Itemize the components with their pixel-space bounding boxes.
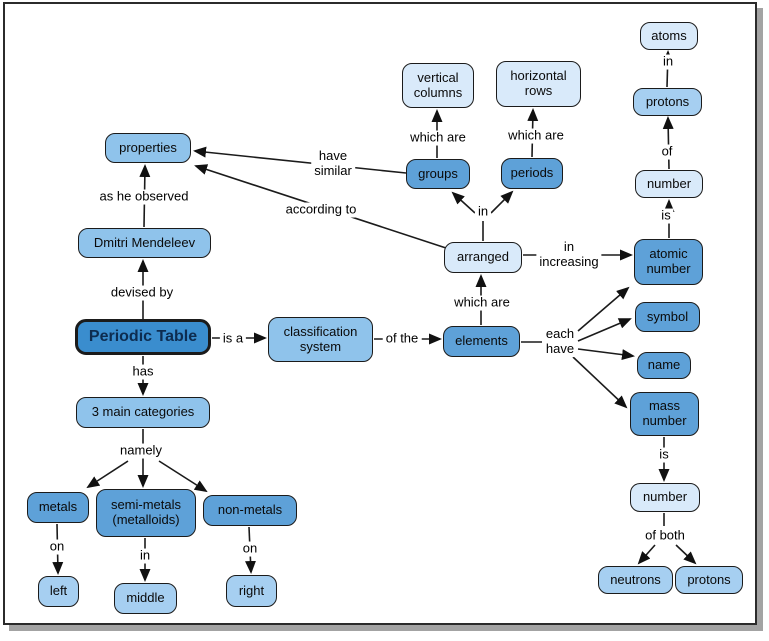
node-elements: elements — [443, 326, 520, 357]
node-3-main-categories: 3 main categories — [76, 397, 210, 428]
edge-label-in-middle: in — [136, 548, 154, 564]
edge-label-of-top: of — [658, 144, 676, 160]
edge-label-namely: namely — [117, 443, 165, 459]
edge-label-have-similar: have similar — [311, 148, 355, 179]
node-semi-metals: semi-metals (metalloids) — [96, 489, 196, 537]
node-number-top: number — [635, 170, 703, 198]
edge-label-is-a: is a — [219, 331, 247, 347]
edge-label-of-the: of the — [382, 331, 422, 347]
edge-label-is-atomic: is — [658, 208, 674, 224]
node-metals: metals — [27, 492, 89, 523]
edge-label-according-to: according to — [282, 202, 360, 218]
edge-label-as-he-observed: as he observed — [96, 189, 192, 205]
node-non-metals: non-metals — [203, 495, 297, 526]
node-arranged: arranged — [444, 242, 522, 273]
node-periods: periods — [501, 158, 563, 189]
node-number-bottom: number — [630, 483, 700, 512]
node-vertical-columns: vertical columns — [402, 63, 474, 108]
node-symbol: symbol — [635, 302, 700, 332]
node-atoms: atoms — [640, 22, 698, 50]
edge-label-which-are-periods: which are — [505, 128, 567, 144]
node-protons-top: protons — [633, 88, 702, 116]
node-middle: middle — [114, 583, 177, 614]
edge-label-of-both: of both — [642, 528, 688, 544]
node-groups: groups — [406, 159, 470, 189]
node-dmitri-mendeleev: Dmitri Mendeleev — [78, 228, 211, 258]
node-properties: properties — [105, 133, 191, 163]
node-classification-system: classification system — [268, 317, 373, 362]
edge-label-which-are-groups: which are — [407, 130, 469, 146]
node-horizontal-rows: horizontal rows — [496, 61, 581, 107]
node-periodic-table: Periodic Table — [75, 319, 211, 355]
node-neutrons: neutrons — [598, 566, 673, 594]
node-left: left — [38, 576, 79, 607]
edge-label-in-top: in — [659, 54, 677, 70]
edge-label-in-arranged: in — [474, 204, 492, 220]
node-right: right — [226, 575, 277, 607]
edge-label-each-have: each have — [542, 326, 578, 357]
edge-label-on-left: on — [46, 539, 68, 555]
edge-label-devised-by: devised by — [107, 285, 177, 301]
node-name: name — [637, 352, 691, 379]
node-mass-number: mass number — [630, 392, 699, 436]
edge-label-has: has — [129, 364, 157, 380]
edge-label-on-right: on — [239, 541, 261, 557]
node-protons-bottom: protons — [675, 566, 743, 594]
edge-label-is-bottom: is — [656, 447, 672, 463]
edge-label-in-increasing: in increasing — [536, 239, 602, 270]
edge-label-which-are-elements: which are — [451, 295, 513, 311]
node-atomic-number: atomic number — [634, 239, 703, 285]
